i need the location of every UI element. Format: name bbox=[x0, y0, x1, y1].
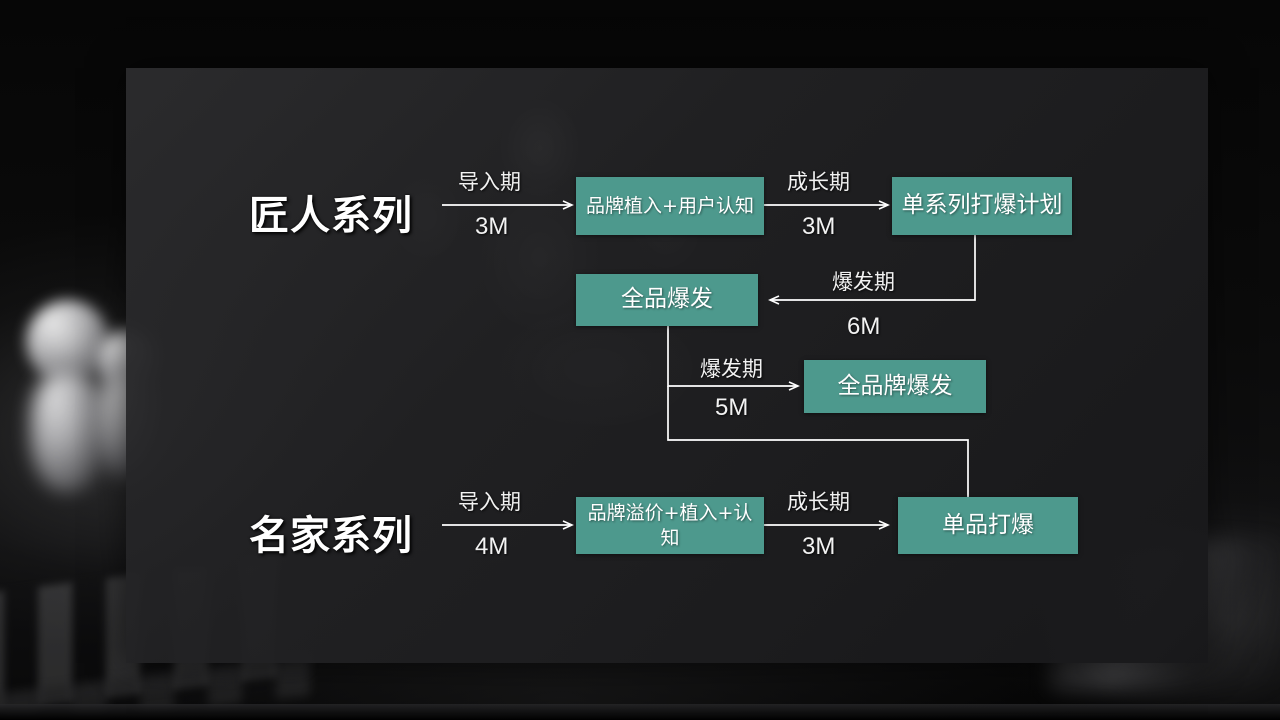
edge-label-e6-phase: 成长期 bbox=[787, 490, 850, 514]
series-title-master: 名家系列 bbox=[249, 513, 413, 559]
edge-label-e1-phase: 导入期 bbox=[458, 170, 521, 194]
edge-label-e5-phase: 导入期 bbox=[458, 490, 521, 514]
series-title-artisan: 匠人系列 bbox=[249, 193, 413, 239]
node-full-product-explosion[interactable]: 全品爆发 bbox=[576, 274, 758, 326]
node-brand-implant-user-awareness[interactable]: 品牌植入+用户认知 bbox=[576, 177, 764, 235]
edge-label-e4-duration: 5M bbox=[715, 394, 749, 421]
flow-diagram: 匠人系列 名家系列 导入期 3M 成长期 3M 爆发期 6M 爆发期 5M 导入… bbox=[126, 68, 1208, 663]
edge-label-e2-phase: 成长期 bbox=[787, 170, 850, 194]
content-panel: 匠人系列 名家系列 导入期 3M 成长期 3M 爆发期 6M 爆发期 5M 导入… bbox=[126, 68, 1208, 663]
edge-label-e2-duration: 3M bbox=[802, 213, 836, 240]
edge-label-e6-duration: 3M bbox=[802, 533, 836, 560]
edge-label-e5-duration: 4M bbox=[475, 533, 509, 560]
background-floor-strip bbox=[0, 704, 1280, 720]
node-full-brand-explosion[interactable]: 全品牌爆发 bbox=[804, 360, 986, 413]
node-single-product-breakout[interactable]: 单品打爆 bbox=[898, 497, 1078, 554]
chess-pawn-icon bbox=[26, 300, 110, 384]
edge-label-e1-duration: 3M bbox=[475, 213, 509, 240]
node-single-series-breakout-plan[interactable]: 单系列打爆计划 bbox=[892, 177, 1072, 235]
edge-label-e3-duration: 6M bbox=[847, 313, 881, 340]
connector-lines bbox=[442, 200, 976, 530]
chess-pawn-body bbox=[30, 372, 104, 492]
node-brand-premium-implant-awareness[interactable]: 品牌溢价+植入+认知 bbox=[576, 497, 764, 554]
edge-label-e3-phase: 爆发期 bbox=[832, 270, 895, 294]
edge-label-e4-phase: 爆发期 bbox=[700, 357, 763, 381]
